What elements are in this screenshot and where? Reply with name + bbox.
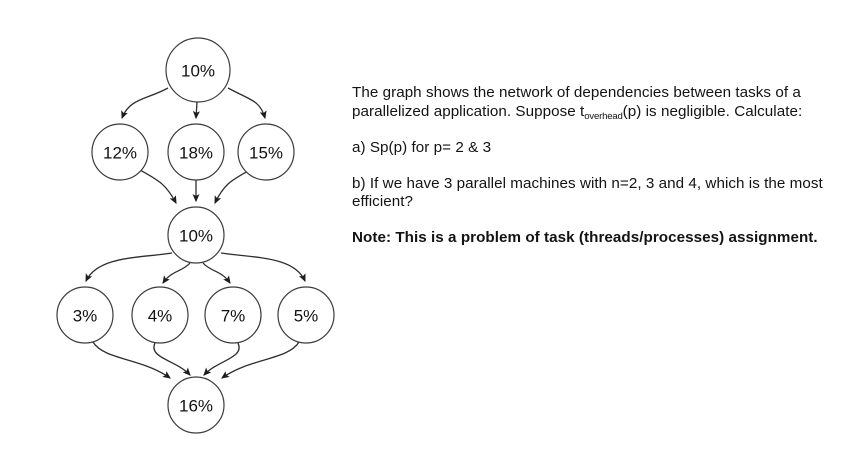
graph-node-n7[interactable]: 7%	[204, 286, 262, 344]
edge-n0-n1	[121, 87, 169, 120]
edge-n4-n5	[85, 252, 173, 283]
node-circle	[167, 376, 225, 434]
graph-node-n3[interactable]: 15%	[237, 123, 295, 181]
edge-n4-n7	[202, 262, 231, 284]
edge-group-level0-level1	[121, 87, 267, 120]
edge-group-level3-level4	[92, 341, 300, 379]
question-b: b) If we have 3 parallel machines with n…	[352, 174, 823, 211]
graph-node-n4[interactable]: 10%	[167, 206, 225, 264]
edge-group-level2-level3	[85, 252, 306, 284]
node-circle	[91, 123, 149, 181]
dependency-graph: 10% 12% 18% 15% 10% 3% 4% 7% 5% 16%	[0, 0, 348, 476]
graph-node-n1[interactable]: 12%	[91, 123, 149, 181]
edge-n0-n3	[227, 87, 267, 120]
edge-n7-n9	[203, 342, 240, 376]
node-circle	[167, 206, 225, 264]
edge-n0-n2	[192, 101, 200, 120]
question-a: a) Sp(p) for p= 2 & 3	[352, 139, 492, 157]
node-label: 15%	[249, 144, 283, 163]
edge-n8-n9	[221, 341, 300, 379]
graph-node-n2[interactable]: 18%	[167, 123, 225, 181]
graph-node-n9[interactable]: 16%	[167, 376, 225, 434]
note-paragraph: Note: This is a problem of task (threads…	[352, 228, 818, 246]
graph-node-n6[interactable]: 4%	[131, 286, 189, 344]
graph-nodes: 10% 12% 18% 15% 10% 3% 4% 7% 5% 16%	[56, 37, 335, 434]
node-circle	[277, 286, 335, 344]
edge-n4-n6	[162, 262, 191, 284]
edge-group-level1-level2	[139, 169, 249, 205]
node-label: 7%	[221, 307, 246, 326]
edge-n5-n9	[92, 341, 171, 379]
edge-n6-n9	[153, 342, 191, 376]
node-label: 5%	[294, 307, 319, 326]
graph-canvas: 10% 12% 18% 15% 10% 3% 4% 7% 5% 16%	[56, 37, 335, 434]
edge-n3-n4	[214, 170, 249, 205]
node-label: 10%	[179, 227, 213, 246]
node-label: 12%	[103, 144, 137, 163]
node-circle	[167, 123, 225, 181]
graph-node-n5[interactable]: 3%	[56, 286, 114, 344]
node-label: 18%	[179, 144, 213, 163]
intro-text-part1: The graph shows the network of dependenc…	[352, 84, 801, 120]
node-circle	[237, 123, 295, 181]
node-circle	[165, 37, 231, 103]
graph-node-n0[interactable]: 10%	[165, 37, 231, 103]
node-circle	[56, 286, 114, 344]
node-label: 10%	[181, 62, 215, 81]
node-circle	[131, 286, 189, 344]
edge-n4-n8	[220, 252, 306, 283]
intro-paragraph: The graph shows the network of dependenc…	[352, 84, 838, 123]
intro-text-part2: (p) is negligible. Calculate:	[622, 102, 803, 120]
node-label: 3%	[73, 307, 98, 326]
edge-n1-n2mid	[139, 169, 177, 204]
node-label: 16%	[179, 397, 213, 416]
problem-statement-panel: The graph shows the network of dependenc…	[352, 84, 838, 248]
graph-node-n8[interactable]: 5%	[277, 286, 335, 344]
node-label: 4%	[148, 307, 173, 326]
node-circle	[204, 286, 262, 344]
overhead-subscript: overhead	[584, 110, 623, 122]
